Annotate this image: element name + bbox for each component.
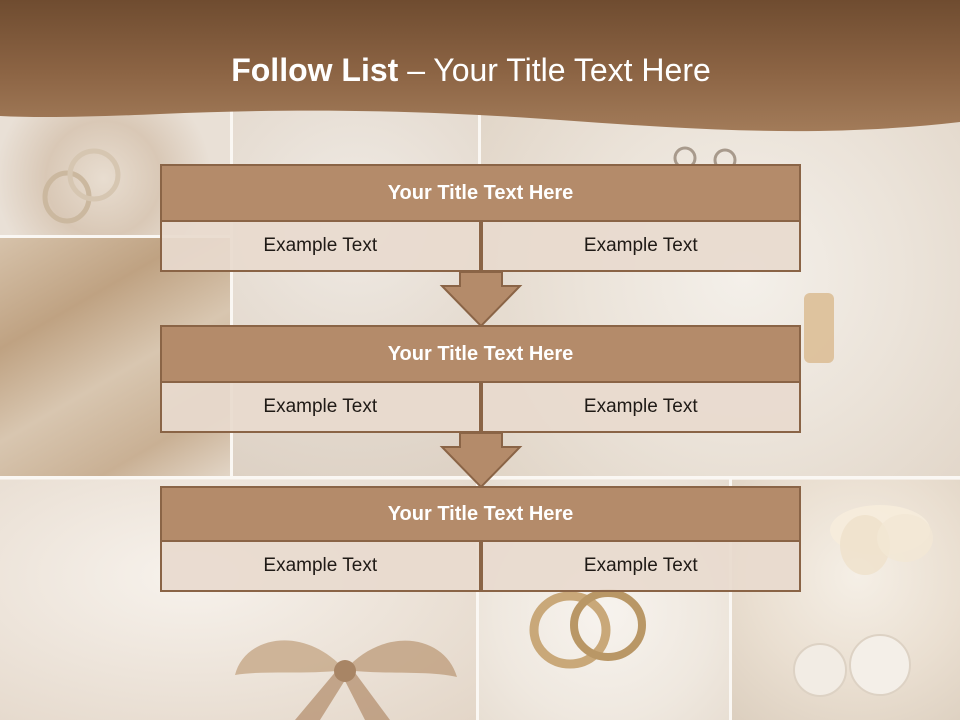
ribbon-bow-icon <box>235 640 457 720</box>
step-row: Example Text Example Text <box>160 542 801 592</box>
pearls-icon <box>793 634 911 697</box>
step-box-2: Your Title Text Here Example Text Exampl… <box>160 325 801 433</box>
header-band <box>0 0 960 132</box>
step-cell-left: Example Text <box>160 222 481 272</box>
collage-divider <box>476 479 479 720</box>
down-arrow-icon <box>439 271 523 328</box>
step-cell-left: Example Text <box>160 383 481 433</box>
wedding-rings-icon <box>42 148 121 224</box>
step-cell-right: Example Text <box>480 542 801 592</box>
down-arrow-icon <box>439 432 523 489</box>
flower-icon <box>830 505 933 575</box>
step-cell-right: Example Text <box>480 222 801 272</box>
step-title: Your Title Text Here <box>160 325 801 383</box>
step-title: Your Title Text Here <box>160 164 801 222</box>
step-box-3: Your Title Text Here Example Text Exampl… <box>160 486 801 592</box>
slide-title: Follow List – Your Title Text Here <box>0 52 942 89</box>
step-cell-left: Example Text <box>160 542 481 592</box>
gold-rings-icon <box>529 589 646 669</box>
collage-divider <box>230 110 233 476</box>
step-row: Example Text Example Text <box>160 383 801 433</box>
step-box-1: Your Title Text Here Example Text Exampl… <box>160 164 801 272</box>
step-title: Your Title Text Here <box>160 486 801 542</box>
collage-divider <box>729 479 732 720</box>
collage-divider <box>0 235 230 238</box>
step-row: Example Text Example Text <box>160 222 801 272</box>
slide-title-bold: Follow List <box>231 52 399 88</box>
step-cell-right: Example Text <box>480 383 801 433</box>
candle-icon <box>804 293 834 363</box>
slide-title-rest: – Your Title Text Here <box>398 52 711 88</box>
